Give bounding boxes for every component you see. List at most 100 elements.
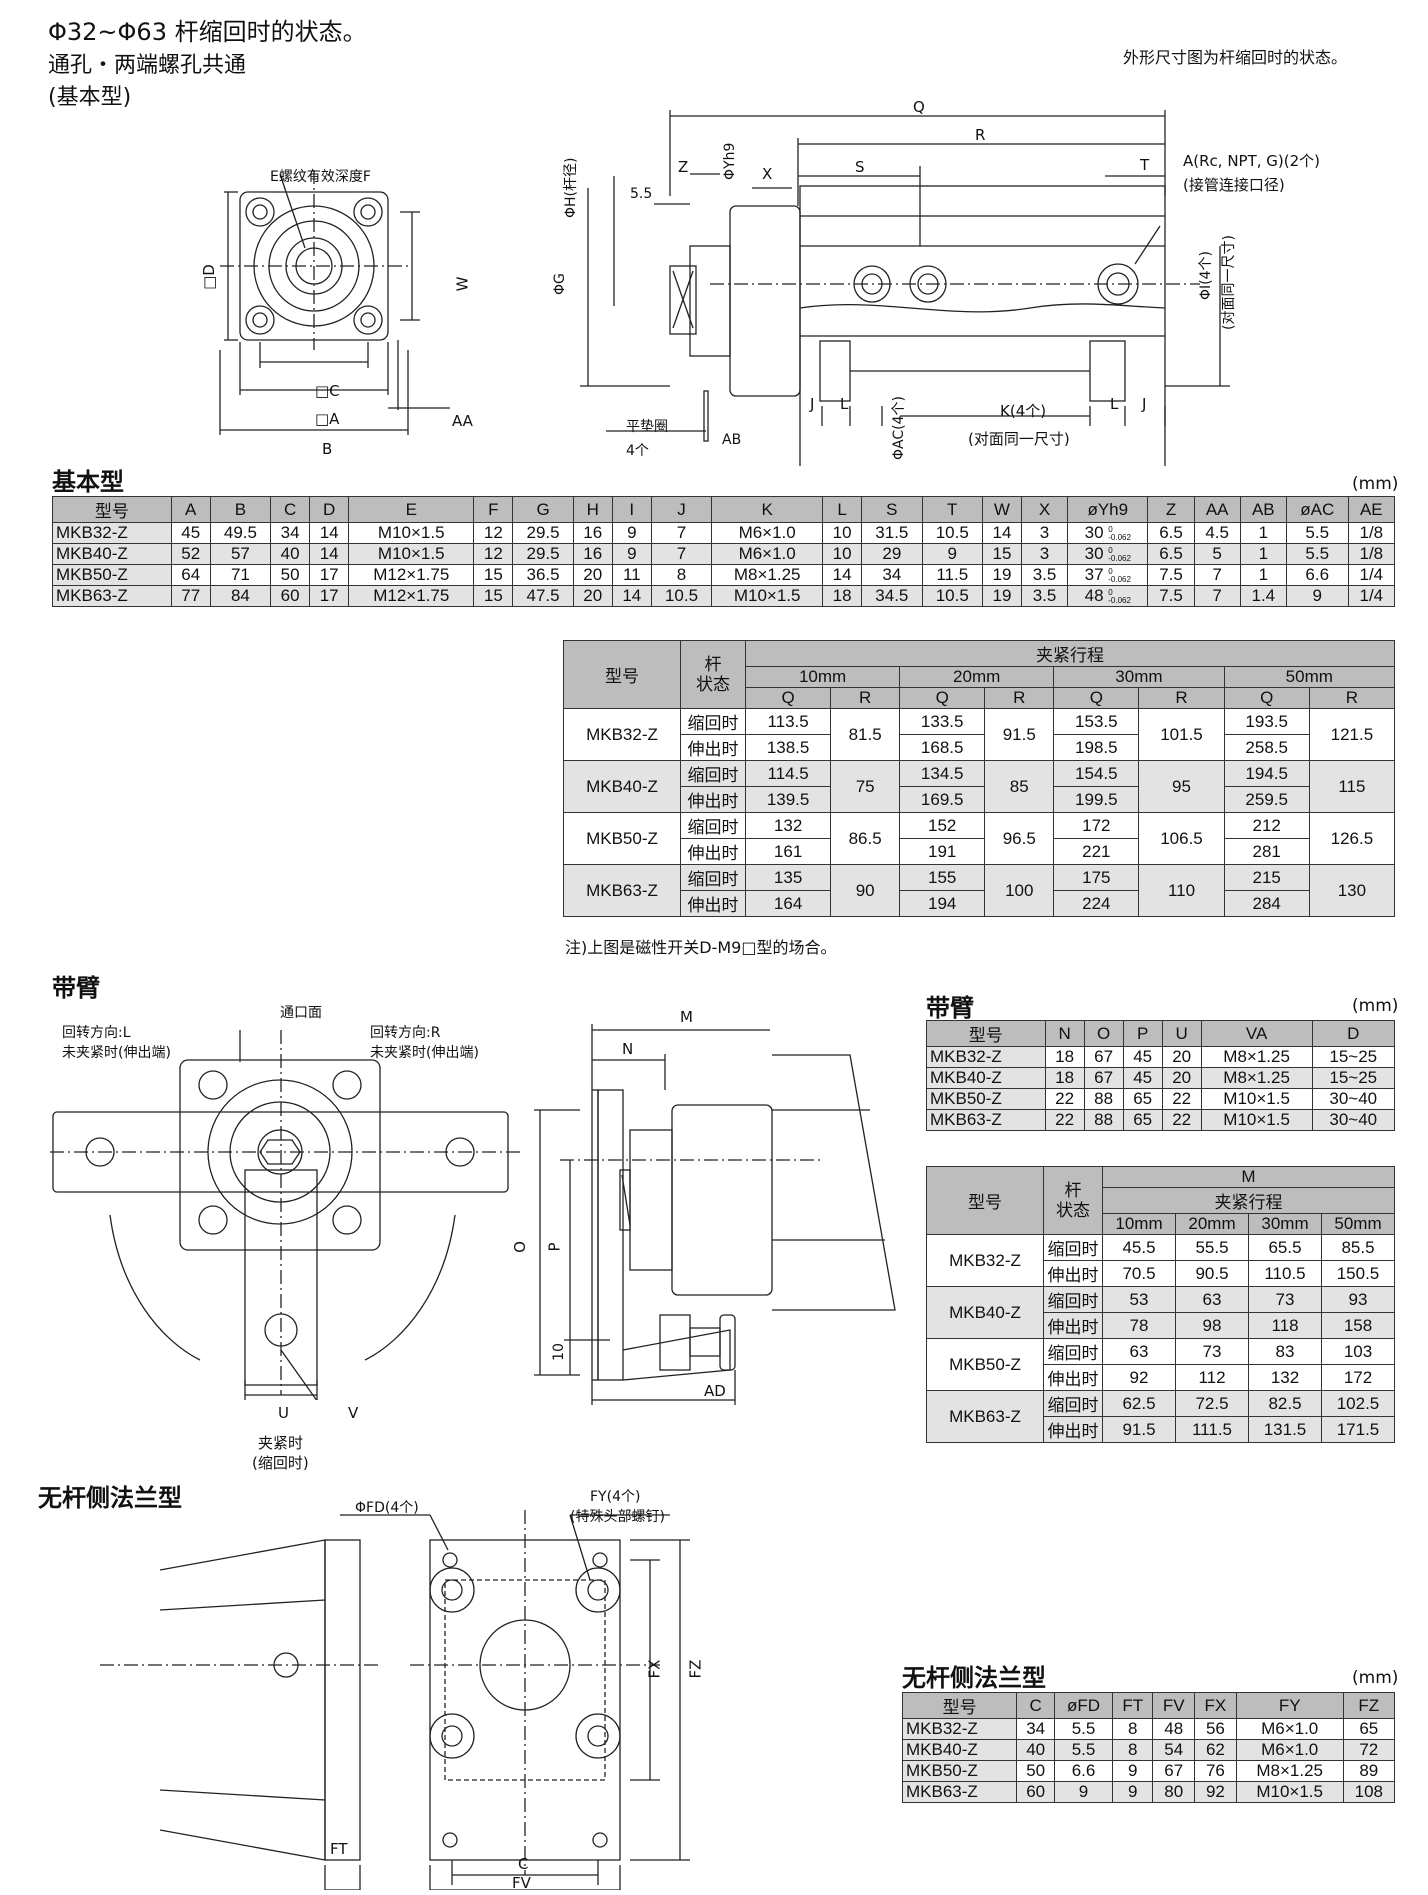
table-cell: M12×1.75 [348, 585, 475, 607]
header-cell: FT [1112, 1692, 1154, 1719]
q-extend-cell: 221 [1053, 838, 1140, 865]
value: 30 [1084, 544, 1104, 563]
table-cell: M10×1.5 [1200, 1109, 1313, 1131]
model-cell: MKB40-Z [926, 1067, 1046, 1089]
table-cell: 5.5 [1053, 1718, 1114, 1740]
table-cell: M10×1.5 [711, 585, 824, 607]
model-cell: MKB50-Z [926, 1338, 1044, 1391]
header-rod-state: 杆 状态 [1043, 1166, 1103, 1235]
tolerance-lower: -0.062 [1108, 553, 1131, 563]
table-cell: 30 0-0.062 [1067, 522, 1149, 544]
table-cell: 15 [473, 585, 514, 607]
header-stroke-50: 50mm [1223, 666, 1396, 688]
table-cell: 45 [170, 522, 211, 544]
model-cell: MKB32-Z [926, 1234, 1044, 1287]
header-r: R [1308, 687, 1396, 709]
label-fv: FV [512, 1874, 531, 1892]
m-extend-cell: 112 [1175, 1364, 1249, 1391]
basic-side-view-diagram [580, 110, 1230, 466]
table-cell: 1/8 [1347, 543, 1396, 565]
header-cell: VA [1200, 1020, 1313, 1047]
m-retract-cell: 73 [1175, 1338, 1249, 1365]
table-cell: 31.5 [861, 522, 923, 544]
table-cell: 18 [822, 585, 863, 607]
header-cell: FX [1194, 1692, 1237, 1719]
header-m: M [1102, 1166, 1395, 1188]
model-cell: MKB63-Z [52, 585, 172, 607]
table-cell: 7 [650, 543, 713, 565]
q-retract-cell: 215 [1223, 864, 1310, 891]
table-cell: 6.5 [1147, 543, 1195, 565]
table-cell: 80 [1152, 1781, 1196, 1803]
m-extend-cell: 171.5 [1321, 1416, 1395, 1443]
header-stroke-30: 30mm [1053, 666, 1225, 688]
r-cell: 86.5 [830, 812, 901, 865]
q-extend-cell: 258.5 [1223, 734, 1310, 761]
label-d: □D [199, 264, 218, 290]
table-cell: 3.5 [1020, 585, 1069, 607]
label-phi-y: ΦYh9 [722, 142, 738, 180]
rod-state-extend: 伸出时 [680, 838, 746, 865]
label-rotation-l: 回转方向:L [62, 1025, 131, 1041]
label-5-5: 5.5 [630, 186, 653, 202]
label-c: □C [315, 382, 340, 400]
arm-side-view-diagram [534, 1024, 896, 1405]
table-cell: 4.5 [1193, 522, 1241, 544]
table-cell: 89 [1342, 1760, 1396, 1782]
label-clamp: 夹紧时 [258, 1434, 304, 1452]
header-cell: U [1161, 1020, 1202, 1047]
r-cell: 90 [830, 864, 901, 917]
table-cell: 9 [1285, 585, 1349, 607]
table-cell: 10 [822, 543, 863, 565]
table-cell: 56 [1194, 1718, 1237, 1740]
table-cell: 60 [270, 585, 311, 607]
flange-diagram [100, 1510, 690, 1890]
header-cell: 型号 [901, 1692, 1018, 1719]
tolerance: 0-0.062 [1108, 525, 1131, 542]
table-cell: 7 [650, 522, 713, 544]
header-cell: E [348, 496, 475, 523]
table-cell: 34 [1016, 1718, 1055, 1740]
header-q: Q [1053, 687, 1140, 709]
table-cell: 18 [1044, 1046, 1085, 1068]
table-cell: 108 [1342, 1781, 1396, 1803]
q-extend-cell: 164 [744, 890, 832, 917]
table-cell: 15~25 [1311, 1046, 1396, 1068]
table-cell: M10×1.5 [1200, 1088, 1313, 1110]
label-j2: J [1142, 395, 1147, 413]
m-retract-cell: 72.5 [1175, 1390, 1249, 1417]
header-cell: C [270, 496, 311, 523]
table-cell: 34.5 [861, 585, 923, 607]
tolerance-upper: 0 [1108, 566, 1113, 576]
table-cell: 37 0-0.062 [1067, 564, 1149, 586]
header-cell: H [572, 496, 613, 523]
table-cell: 22 [1161, 1088, 1202, 1110]
header-stroke-50: 50mm [1321, 1213, 1395, 1235]
m-retract-cell: 83 [1248, 1338, 1322, 1365]
table-cell: 20 [572, 564, 613, 586]
table-cell: 20 [1161, 1046, 1202, 1068]
header-stroke-20: 20mm [899, 666, 1055, 688]
model-cell: MKB40-Z [563, 760, 681, 813]
table-cell: M8×1.25 [1200, 1046, 1313, 1068]
label-phi-g: ΦG [552, 273, 568, 295]
table-cell: 12 [473, 522, 514, 544]
label-k-note: (对面同一尺寸) [968, 430, 1070, 448]
table-cell: 50 [270, 564, 311, 586]
rod-state-retract: 缩回时 [680, 864, 746, 891]
label-n: N [622, 1040, 634, 1058]
table-cell: 29.5 [512, 543, 574, 565]
m-retract-cell: 62.5 [1102, 1390, 1176, 1417]
table-cell: 1/4 [1347, 585, 1396, 607]
header-cell: øFD [1053, 1692, 1114, 1719]
table-cell: 71 [209, 564, 272, 586]
header-cell: 型号 [52, 496, 172, 523]
table-cell: 10.5 [650, 585, 713, 607]
